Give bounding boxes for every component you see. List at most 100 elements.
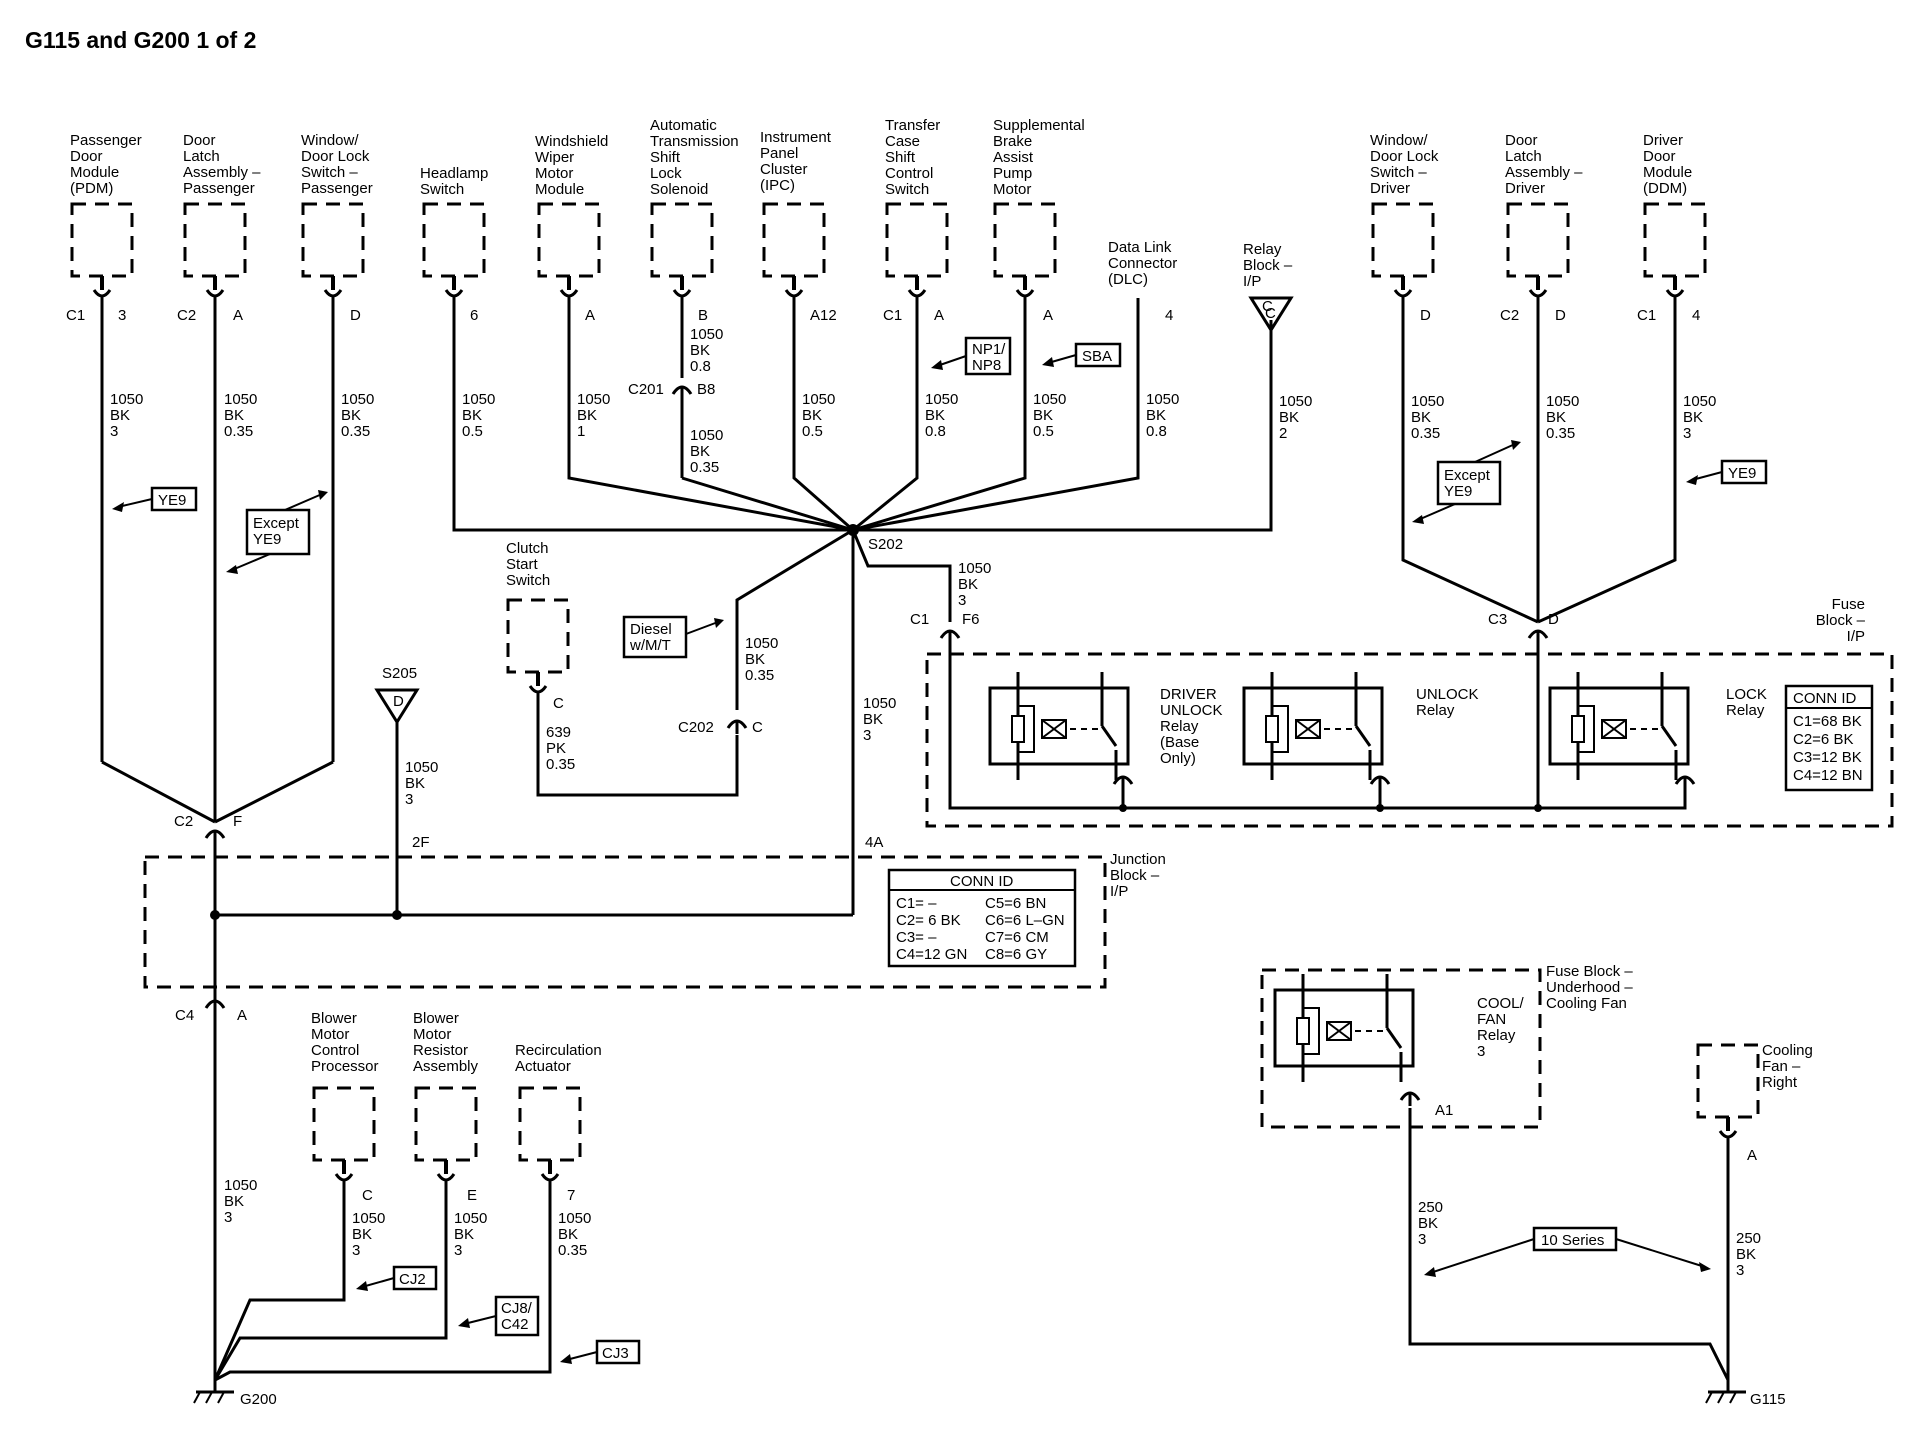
pin-label: C1: [883, 307, 902, 324]
pin-label: C: [1265, 305, 1276, 322]
connector-c201-label: C201: [628, 381, 664, 398]
connector-cup-icon: [1399, 1091, 1421, 1106]
brake-pump-box: [993, 202, 1057, 278]
tag-text: YE9: [158, 492, 186, 509]
connector-pin-icon: [907, 276, 927, 300]
ground-g200-icon: [193, 1380, 234, 1404]
connector-pin-icon: [672, 276, 692, 300]
pin-label: A12: [810, 307, 837, 324]
connector-pin-icon: [92, 276, 112, 300]
splice-s205-label: S205: [382, 665, 417, 682]
fuse-block-underhood-box: [1260, 968, 1542, 1129]
pin-label: C1: [66, 307, 85, 324]
connector-labels: C1 3 C2 A D 6 A B A12 C1 A A 4 C D C2 D …: [66, 298, 1786, 1408]
window-switch-driver-box: [1371, 202, 1435, 278]
tag-text: 10 Series: [1541, 1232, 1604, 1249]
conn-id-row: C8=6 GY: [985, 946, 1047, 963]
shift-lock-box: [650, 202, 714, 278]
connector-pin-icon: [1393, 276, 1413, 300]
connector-pin-icon: [784, 276, 804, 300]
pin-label: 6: [470, 307, 478, 324]
pin-label: C2: [174, 813, 193, 830]
door-latch-driver-box: [1506, 202, 1570, 278]
pin-label: B8: [697, 381, 715, 398]
conn-id-row: C7=6 CM: [985, 929, 1049, 946]
diagram-title: G115 and G200 1 of 2: [25, 27, 256, 53]
pin-label: A: [1043, 307, 1053, 324]
ipc-box: [762, 202, 826, 278]
pin-label: 4: [1692, 307, 1700, 324]
connector-cup-icon: [1527, 629, 1549, 644]
connector-pin-icon: [323, 276, 343, 300]
conn-id-fuse-table: CONN ID C1=68 BK C2=6 BK C3=12 BK C4=12 …: [1784, 684, 1874, 792]
pin-label: A1: [1435, 1102, 1453, 1119]
relays: [988, 672, 1690, 1082]
relay-icon: [1273, 974, 1415, 1082]
conn-id-row: C1=68 BK: [1793, 713, 1862, 730]
ground-g115-label: G115: [1750, 1391, 1786, 1408]
tag-text: SBA: [1082, 348, 1112, 365]
connector-cup-icon: [939, 629, 961, 644]
window-switch-passenger-box: [301, 202, 365, 278]
fuse-block-ip-box: [925, 652, 1894, 828]
tag-except-ye9-left: [245, 508, 311, 556]
pin-label: A: [934, 307, 944, 324]
pin-label: D: [1420, 307, 1431, 324]
pin-label: A: [585, 307, 595, 324]
conn-id-row: C5=6 BN: [985, 895, 1046, 912]
door-latch-passenger-box: [183, 202, 247, 278]
tag-text: CJ2: [399, 1271, 426, 1288]
ddm-box: [1643, 202, 1707, 278]
splice-s202-label: S202: [868, 536, 903, 553]
conn-id-row: C2= 6 BK: [896, 912, 961, 929]
connector-pin-icon: [559, 276, 579, 300]
clutch-box: [506, 598, 570, 674]
tag-text: NP1/NP8: [972, 341, 1006, 374]
conn-id-header: CONN ID: [1793, 690, 1857, 707]
pin-label: D: [1548, 611, 1559, 628]
pin-label: 4A: [865, 834, 883, 851]
pin-label: D: [1555, 307, 1566, 324]
connector-c202-label: C202: [678, 719, 714, 736]
connector-pin-icon: [1665, 276, 1685, 300]
conn-id-row: C3= –: [896, 929, 937, 946]
pin-label: F6: [962, 611, 980, 628]
pin-label: B: [698, 307, 708, 324]
blower-resistor-box: [414, 1086, 478, 1162]
ground-g115-icon: [1705, 1380, 1746, 1404]
conn-id-row: C4=12 BN: [1793, 767, 1863, 784]
junction-block-box: [143, 855, 1107, 989]
tag-diesel-mt: [622, 615, 688, 659]
